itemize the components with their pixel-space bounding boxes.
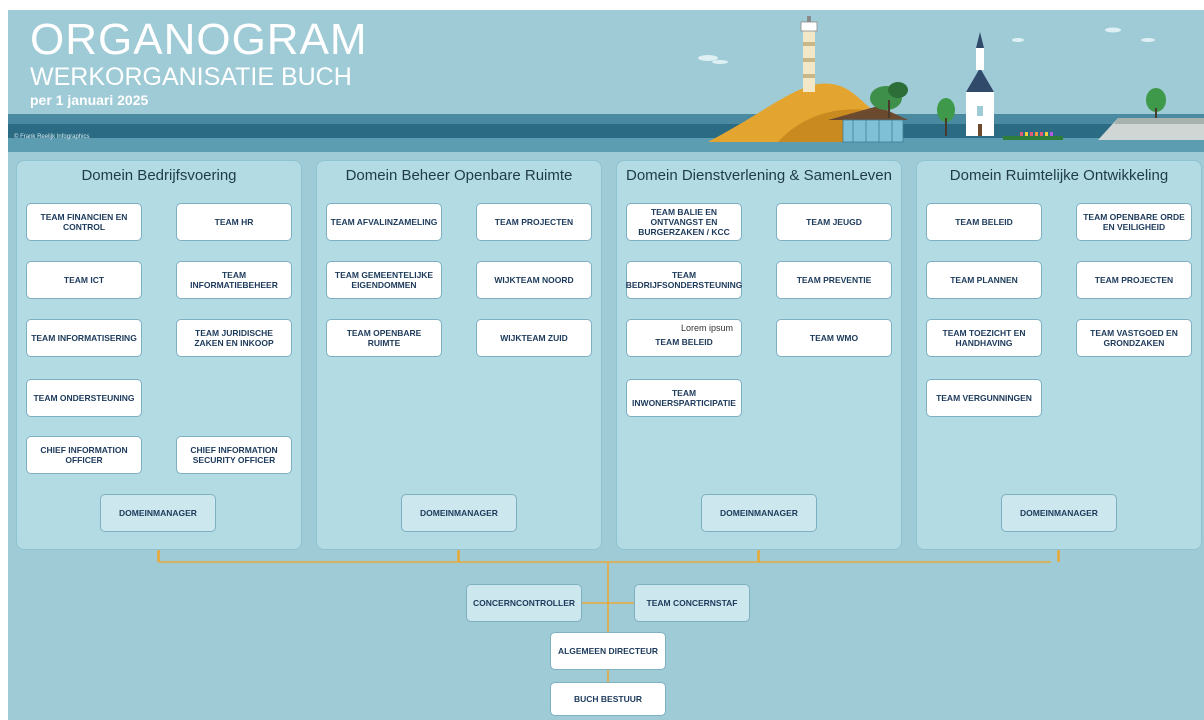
team-openbare-orde-en-veiligheid[interactable]: TEAM OPENBARE ORDE EN VEILIGHEID bbox=[1076, 203, 1192, 241]
page-title: ORGANOGRAM bbox=[30, 15, 368, 64]
team-jeugd[interactable]: TEAM JEUGD bbox=[776, 203, 892, 241]
banner-illustration bbox=[8, 16, 1204, 152]
lower-band bbox=[8, 138, 1204, 152]
domain-title: Domein Ruimtelijke Ontwikkeling bbox=[949, 167, 1169, 184]
tree-icon bbox=[870, 82, 1166, 136]
team-ondersteuning[interactable]: TEAM ONDERSTEUNING bbox=[26, 379, 142, 417]
team-plannen[interactable]: TEAM PLANNEN bbox=[926, 261, 1042, 299]
team-concernstaf[interactable]: TEAM CONCERNSTAF bbox=[634, 584, 750, 622]
team-beleid[interactable]: TEAM BELEID bbox=[926, 203, 1042, 241]
domain-title: Domein Beheer Openbare Ruimte bbox=[345, 167, 573, 184]
team-projecten[interactable]: TEAM PROJECTEN bbox=[1076, 261, 1192, 299]
team-informatiebeheer[interactable]: TEAM INFORMATIEBEHEER bbox=[176, 261, 292, 299]
wijkteam-zuid[interactable]: WIJKTEAM ZUID bbox=[476, 319, 592, 357]
cloud-icon bbox=[698, 27, 1155, 64]
algemeen-directeur[interactable]: ALGEMEEN DIRECTEUR bbox=[550, 632, 666, 670]
team-informatisering[interactable]: TEAM INFORMATISERING bbox=[26, 319, 142, 357]
team-preventie[interactable]: TEAM PREVENTIE bbox=[776, 261, 892, 299]
team-afvalinzameling[interactable]: TEAM AFVALINZAMELING bbox=[326, 203, 442, 241]
header-banner: ORGANOGRAM WERKORGANISATIE BUCH per 1 ja… bbox=[8, 10, 1204, 152]
tulip-field-icon bbox=[1003, 132, 1063, 140]
lighthouse-icon bbox=[800, 16, 818, 92]
domain-manager[interactable]: DOMEINMANAGER bbox=[701, 494, 817, 532]
page-date: per 1 januari 2025 bbox=[30, 92, 149, 108]
buch-bestuur[interactable]: BUCH BESTUUR bbox=[550, 682, 666, 716]
team-financien-en-control[interactable]: TEAM FINANCIEN EN CONTROL bbox=[26, 203, 142, 241]
concerncontroller[interactable]: CONCERNCONTROLLER bbox=[466, 584, 582, 622]
team-balie-en-ontvangst[interactable]: TEAM BALIE EN ONTVANGST EN BURGERZAKEN /… bbox=[626, 203, 742, 241]
team-vastgoed-en-grondzaken[interactable]: TEAM VASTGOED EN GRONDZAKEN bbox=[1076, 319, 1192, 357]
domain-manager[interactable]: DOMEINMANAGER bbox=[100, 494, 216, 532]
sea-band bbox=[8, 124, 1204, 138]
church-icon bbox=[966, 32, 994, 136]
domain-manager[interactable]: DOMEINMANAGER bbox=[401, 494, 517, 532]
organogram-canvas: ORGANOGRAM WERKORGANISATIE BUCH per 1 ja… bbox=[8, 10, 1204, 720]
team-inwonersparticipatie[interactable]: TEAM INWONERSPARTICIPATIE bbox=[626, 379, 742, 417]
team-beleid[interactable]: Lorem ipsum TEAM BELEID bbox=[626, 319, 742, 357]
team-bedrijfsondersteuning[interactable]: TEAM BEDRIJFSONDERSTEUNING bbox=[626, 261, 742, 299]
horizon-band bbox=[8, 114, 1204, 124]
team-juridische-zaken[interactable]: TEAM JURIDISCHE ZAKEN EN INKOOP bbox=[176, 319, 292, 357]
team-vergunningen[interactable]: TEAM VERGUNNINGEN bbox=[926, 379, 1042, 417]
team-openbare-ruimte[interactable]: TEAM OPENBARE RUIMTE bbox=[326, 319, 442, 357]
team-wmo[interactable]: TEAM WMO bbox=[776, 319, 892, 357]
domain-manager[interactable]: DOMEINMANAGER bbox=[1001, 494, 1117, 532]
team-ict[interactable]: TEAM ICT bbox=[26, 261, 142, 299]
placeholder-text: Lorem ipsum bbox=[681, 323, 734, 333]
team-projecten[interactable]: TEAM PROJECTEN bbox=[476, 203, 592, 241]
credit-line: © Frank Reelijk Infographics bbox=[14, 134, 90, 140]
team-hr[interactable]: TEAM HR bbox=[176, 203, 292, 241]
domain-title: Domein Dienstverlening & SamenLeven bbox=[626, 167, 892, 184]
page-subtitle: WERKORGANISATIE BUCH bbox=[30, 63, 352, 91]
team-toezicht-en-handhaving[interactable]: TEAM TOEZICHT EN HANDHAVING bbox=[926, 319, 1042, 357]
domain-title: Domein Bedrijfsvoering bbox=[81, 167, 237, 184]
team-gemeentelijke-eigendommen[interactable]: TEAM GEMEENTELIJKE EIGENDOMMEN bbox=[326, 261, 442, 299]
chief-information-security-officer[interactable]: CHIEF INFORMATION SECURITY OFFICER bbox=[176, 436, 292, 474]
chief-information-officer[interactable]: CHIEF INFORMATION OFFICER bbox=[26, 436, 142, 474]
team-label: TEAM BELEID bbox=[655, 337, 713, 347]
wijkteam-noord[interactable]: WIJKTEAM NOORD bbox=[476, 261, 592, 299]
fortress-icon bbox=[1098, 118, 1204, 140]
